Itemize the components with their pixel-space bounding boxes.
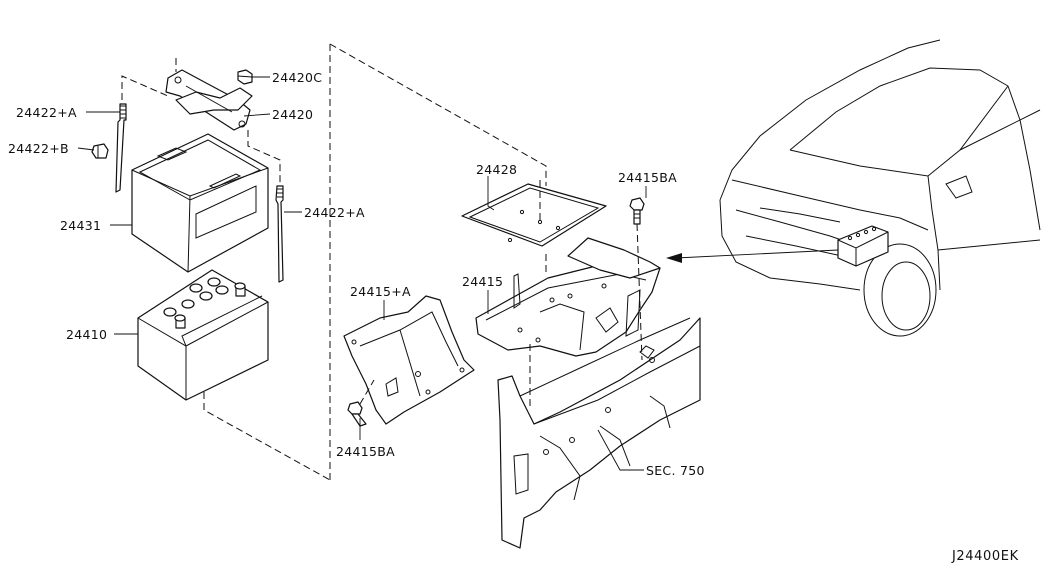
battery — [137, 269, 269, 401]
label-24422b: 24422+B — [8, 141, 69, 156]
vehicle-body-member — [497, 317, 701, 549]
leader-lines — [77, 76, 647, 471]
clip-24422b — [91, 143, 109, 159]
bolt-bottom — [347, 401, 367, 427]
battery-hold-down-bracket — [165, 69, 253, 131]
label-24431: 24431 — [60, 218, 101, 233]
label-24415ba-top: 24415BA — [618, 170, 677, 185]
vehicle-outline — [719, 39, 1041, 337]
label-24420c: 24420C — [272, 70, 322, 85]
hold-down-rod-right — [275, 185, 284, 283]
bolt-top — [629, 197, 645, 225]
battery-caps — [163, 277, 229, 317]
battery-cover — [131, 133, 269, 273]
label-24428: 24428 — [476, 162, 517, 177]
battery-tray — [475, 237, 661, 357]
label-24415: 24415 — [462, 274, 503, 289]
label-24415ba-bottom: 24415BA — [336, 444, 395, 459]
battery-tray-bracket — [343, 295, 475, 425]
location-arrow — [666, 249, 839, 263]
label-24422a-right: 24422+A — [304, 205, 365, 220]
battery-terminals — [174, 282, 246, 329]
label-sec-750: SEC. 750 — [646, 463, 705, 478]
label-24415a: 24415+A — [350, 284, 411, 299]
label-24420: 24420 — [272, 107, 313, 122]
label-24422a-left: 24422+A — [16, 105, 77, 120]
vehicle-battery-location — [837, 225, 889, 267]
hold-down-rod-left — [115, 103, 127, 193]
assembly-dashed-lines — [121, 43, 643, 481]
battery-tray-pad — [461, 183, 607, 247]
label-24410: 24410 — [66, 327, 107, 342]
diagram-code: J24400EK — [951, 549, 1019, 564]
nut-24420c — [237, 69, 253, 85]
part-labels: 24420C 24420 24422+A 24422+B 24422+A 244… — [8, 70, 705, 478]
